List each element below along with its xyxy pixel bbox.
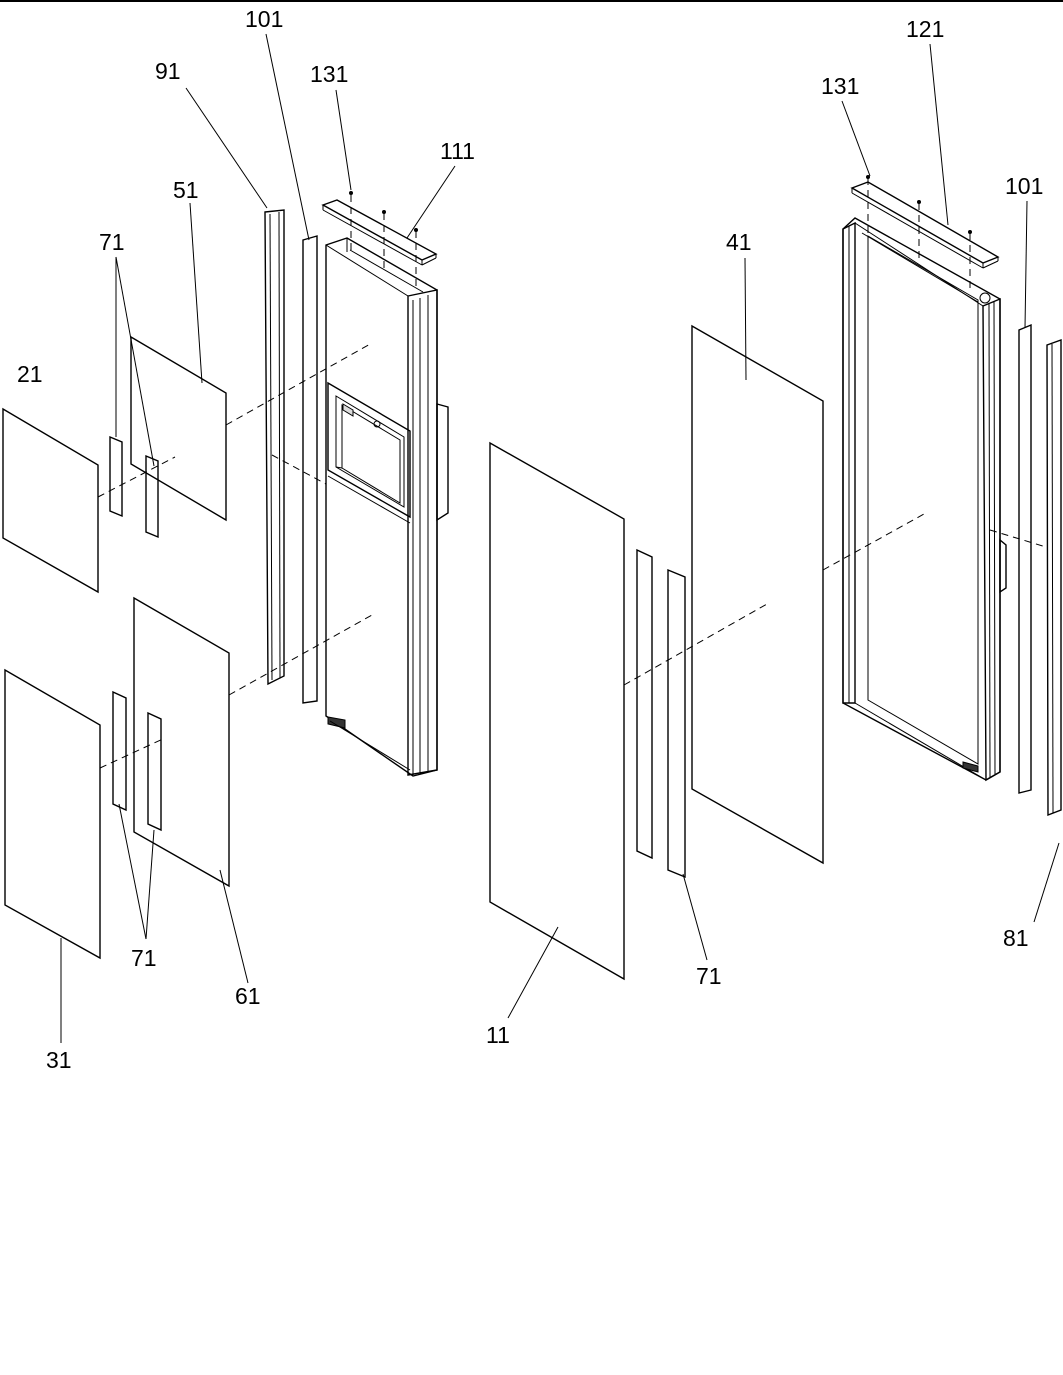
- label-41: 41: [726, 229, 752, 255]
- panel-21: [2, 407, 99, 594]
- screws-131-right: [866, 175, 972, 288]
- label-91: 91: [155, 58, 181, 84]
- label-31: 31: [46, 1047, 72, 1073]
- strip-71-upper-a: [109, 435, 123, 518]
- cap-121: [850, 181, 1000, 269]
- label-51: 51: [173, 177, 199, 203]
- panel-31: [4, 668, 101, 960]
- label-21: 21: [17, 361, 43, 387]
- trim-81: [1046, 339, 1062, 817]
- label-131-right: 131: [821, 73, 859, 99]
- panel-41: [691, 324, 824, 865]
- strip-101-left: [302, 235, 318, 704]
- label-81: 81: [1003, 925, 1029, 951]
- label-11: 11: [486, 1022, 510, 1048]
- panel-61: [133, 596, 230, 888]
- label-101-right: 101: [1005, 173, 1043, 199]
- strip-101-right: [1018, 323, 1032, 794]
- left-door: [325, 237, 449, 777]
- strip-71-lower-a: [112, 690, 127, 812]
- strip-71-center-a: [636, 548, 653, 860]
- leader-lines: [60, 33, 1060, 1043]
- label-61: 61: [235, 983, 261, 1009]
- label-101-left: 101: [245, 6, 283, 32]
- panel-11: [489, 441, 625, 981]
- strip-71-upper-b: [145, 454, 159, 539]
- label-131-left: 131: [310, 61, 348, 87]
- label-71-upper: 71: [99, 229, 125, 255]
- cap-111: [321, 199, 438, 266]
- trim-91-inner2: [278, 211, 281, 679]
- alignment-lines: [97, 342, 1047, 769]
- label-71-lower: 71: [131, 945, 157, 971]
- screws-131-left: [349, 191, 418, 286]
- label-121: 121: [906, 16, 944, 42]
- right-door: [842, 217, 1007, 782]
- trim-81-inner: [1051, 343, 1054, 814]
- strip-71-center-b: [667, 568, 686, 879]
- trim-91: [264, 209, 285, 686]
- label-71-center: 71: [696, 963, 722, 989]
- strip-71-lower-b: [147, 711, 162, 832]
- panel-51: [130, 335, 227, 522]
- label-111: 111: [440, 138, 475, 164]
- trim-91-inner: [269, 213, 273, 681]
